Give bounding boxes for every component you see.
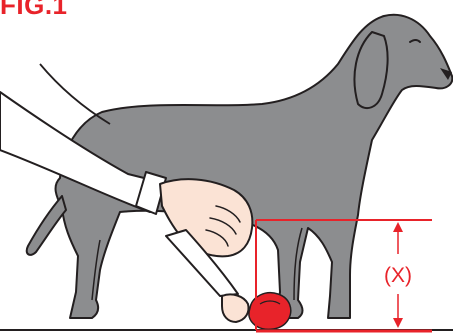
dog-tail: [27, 196, 66, 255]
dimension-arrow-up-icon: [393, 222, 403, 232]
handler-second-hand: [222, 294, 249, 322]
measurement-label: (X): [384, 264, 412, 287]
dimension-arrow-down-icon: [393, 318, 403, 328]
